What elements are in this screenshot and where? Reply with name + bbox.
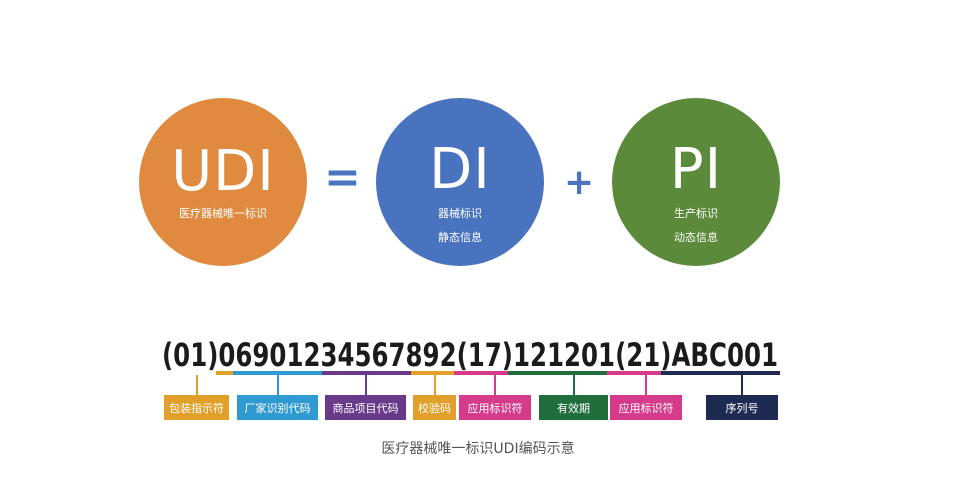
segment-bar [233,371,322,375]
segment-bar [607,371,661,375]
segment-connector [276,375,279,395]
pi-subtitle-2: 动态信息 [674,231,718,244]
segment-label: 校验码 [413,395,456,420]
udi-subtitle: 医疗器械唯一标识 [179,207,267,220]
udi-code-text: (01)06901234567892(17)121201(21)ABC001 [162,336,778,372]
segment-label: 商品项目代码 [325,395,406,420]
pi-subtitle-1: 生产标识 [674,207,718,220]
di-title: DI [429,137,491,202]
di-subtitle-1: 器械标识 [438,207,482,220]
di-subtitle-2: 静态信息 [438,231,482,244]
segment-connector [195,375,198,395]
segment-label: 序列号 [706,395,778,420]
segment-label: 应用标识符 [459,395,531,420]
pi-circle: PI 生产标识 动态信息 [612,98,780,266]
segment-label: 有效期 [539,395,608,420]
udi-code: (01)06901234567892(17)121201(21)ABC001 [162,336,780,372]
segment-bar [411,371,454,375]
plus-sign: + [564,162,595,203]
segment-connector [645,375,647,395]
segment-connector [433,375,436,395]
segment-bar [508,371,607,375]
segment-connector [364,375,367,395]
di-circle: DI 器械标识 静态信息 [376,98,544,266]
segment-label: 包装指示符 [164,395,229,420]
segment-bar [216,371,233,375]
caption: 医疗器械唯一标识UDI编码示意 [381,441,575,457]
segment-bar [661,371,780,375]
segment-bar [454,371,508,375]
pi-title: PI [669,137,723,202]
equals-sign: = [324,152,361,203]
segment-connector [494,375,496,395]
segment-label: 厂家识别代码 [237,395,318,420]
segment-label: 应用标识符 [610,395,682,420]
udi-circle: UDI 医疗器械唯一标识 [139,98,307,266]
segment-connector [572,375,575,395]
udi-title: UDI [171,139,275,204]
udi-code-svg: (01)06901234567892(17)121201(21)ABC001 [162,336,778,372]
segment-connector [741,375,743,395]
segment-bar [322,371,411,375]
